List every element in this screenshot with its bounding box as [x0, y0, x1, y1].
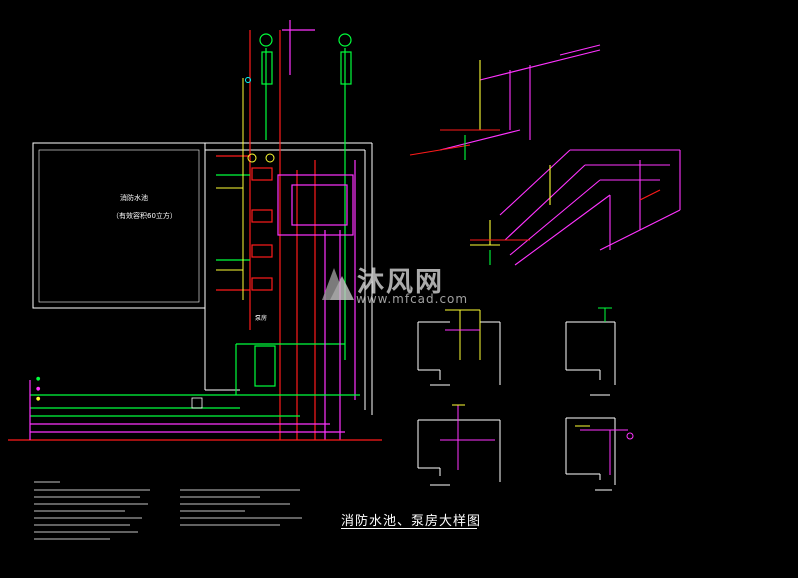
- watermark-logo-icon: [322, 268, 354, 300]
- fire-pool-outline: [32, 142, 373, 415]
- svg-text:●: ●: [36, 396, 41, 402]
- svg-text:●: ●: [36, 386, 41, 392]
- drawing-title-underline: [341, 528, 477, 529]
- isometric-pipe-diagram-main: [470, 149, 681, 266]
- watermark-brand: 沐风网: [357, 267, 444, 298]
- watermark-url: www.mfcad.com: [356, 292, 469, 306]
- drawing-title: 消防水池、泵房大样图: [341, 514, 482, 529]
- fire-pool-capacity: （有效容积60立方）: [112, 212, 177, 220]
- bottom-mains: ● ● ●: [8, 376, 382, 441]
- pump-room-label: 泵房: [255, 315, 268, 322]
- section-detail-1: [417, 309, 501, 386]
- section-detail-2: [565, 307, 616, 396]
- section-detail-3: [417, 404, 501, 486]
- section-detail-4: [565, 417, 634, 491]
- isometric-pipe-diagram-top: [409, 44, 601, 160]
- fire-pool-label: 消防水池: [120, 194, 148, 202]
- design-notes-block: [34, 481, 302, 540]
- svg-text:●: ●: [36, 376, 41, 382]
- pump-room-equipment: [216, 20, 356, 440]
